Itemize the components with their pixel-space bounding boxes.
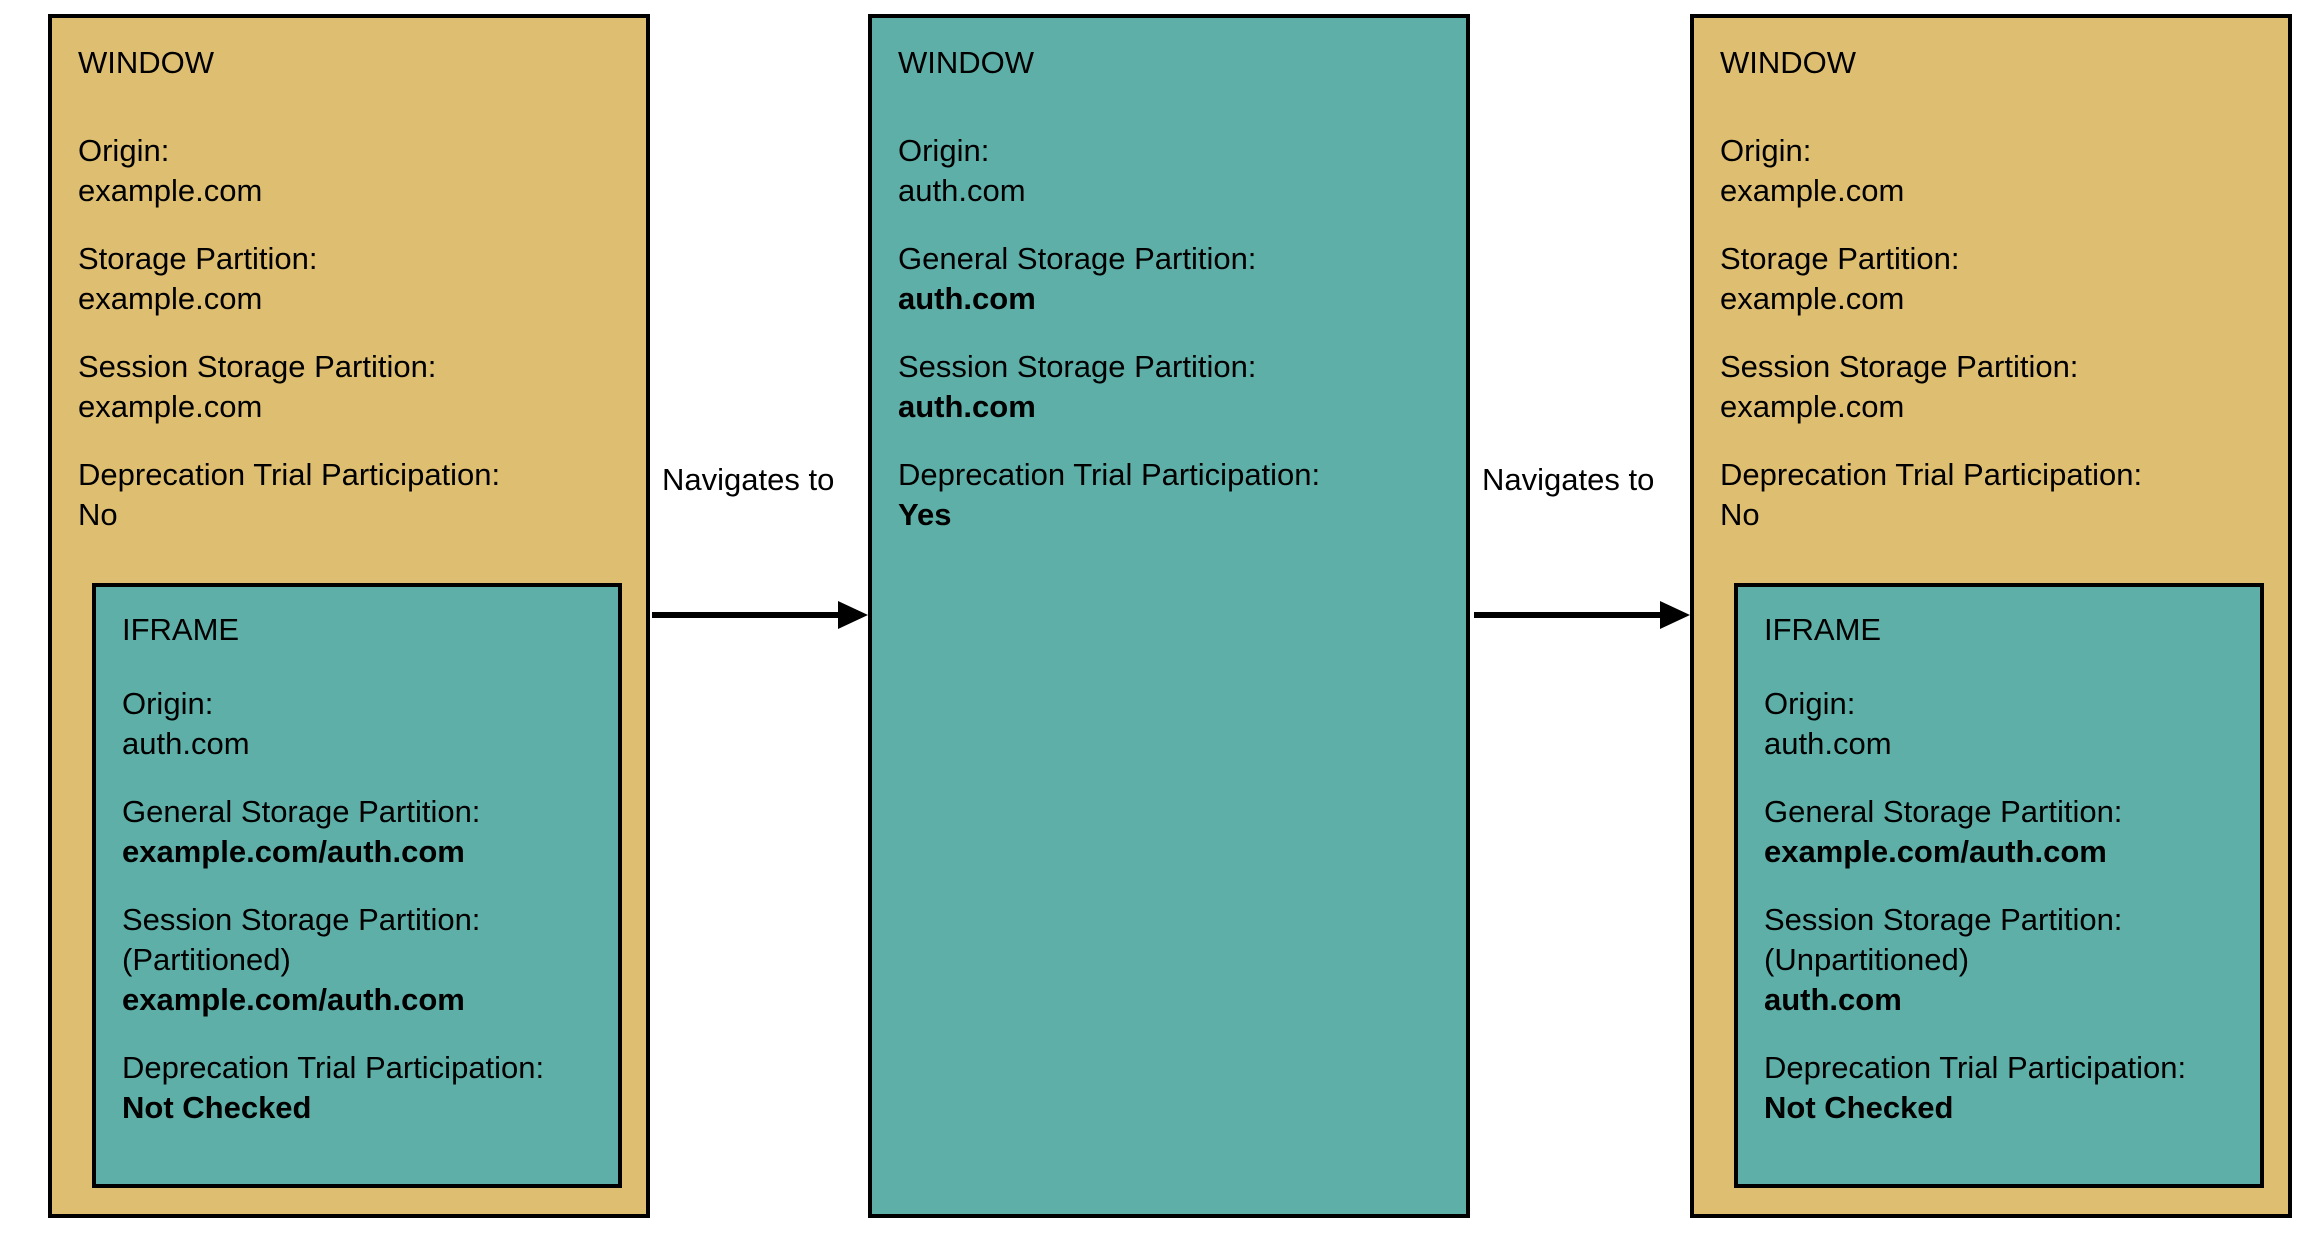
field-value: example.com — [1720, 389, 1905, 424]
window-fields-3: Origin: example.com Storage Partition: e… — [1720, 131, 2280, 535]
window-panel-3: WINDOW Origin: example.com Storage Parti… — [1690, 14, 2292, 1218]
field-general-storage-partition: General Storage Partition: auth.com — [898, 239, 1458, 319]
field-deprecation-trial-participation: Deprecation Trial Participation: No — [1720, 455, 2280, 535]
field-label: Session Storage Partition: — [122, 902, 481, 937]
iframe-panel-1: IFRAME Origin: auth.com General Storage … — [92, 583, 622, 1188]
window-fields-2: Origin: auth.com General Storage Partiti… — [898, 131, 1458, 535]
field-general-storage-partition: General Storage Partition: example.com/a… — [122, 792, 622, 872]
arrow-1 — [652, 601, 868, 629]
field-value: auth.com — [898, 389, 1036, 424]
field-label: Session Storage Partition: — [1764, 902, 2123, 937]
field-origin: Origin: auth.com — [898, 131, 1458, 211]
field-label: General Storage Partition: — [898, 241, 1257, 276]
iframe-title-3: IFRAME — [1764, 612, 1882, 647]
field-storage-partition: Storage Partition: example.com — [1720, 239, 2280, 319]
field-label: Session Storage Partition: — [1720, 349, 2079, 384]
field-label: Deprecation Trial Participation: — [1764, 1050, 2187, 1085]
window-panel-1: WINDOW Origin: example.com Storage Parti… — [48, 14, 650, 1218]
field-value: auth.com — [1764, 726, 1892, 761]
field-session-storage-partition: Session Storage Partition: example.com — [78, 347, 638, 427]
field-label: General Storage Partition: — [1764, 794, 2123, 829]
iframe-fields-1: Origin: auth.com General Storage Partiti… — [122, 684, 622, 1128]
window-panel-2: WINDOW Origin: auth.com General Storage … — [868, 14, 1470, 1218]
field-value: auth.com — [898, 173, 1026, 208]
field-deprecation-trial-participation: Deprecation Trial Participation: Yes — [898, 455, 1458, 535]
field-label: Session Storage Partition: — [898, 349, 1257, 384]
arrow-shaft — [1474, 612, 1664, 618]
window-fields-1: Origin: example.com Storage Partition: e… — [78, 131, 638, 535]
field-label: General Storage Partition: — [122, 794, 481, 829]
window-title-3: WINDOW — [1720, 45, 1857, 80]
field-label: Deprecation Trial Participation: — [898, 457, 1321, 492]
field-session-storage-partition: Session Storage Partition: auth.com — [898, 347, 1458, 427]
field-deprecation-trial-participation: Deprecation Trial Participation: Not Che… — [1764, 1048, 2264, 1128]
field-value: Not Checked — [1764, 1090, 1954, 1125]
field-session-storage-partition: Session Storage Partition: (Partitioned)… — [122, 900, 622, 1020]
field-value: auth.com — [1764, 982, 1902, 1017]
iframe-fields-3: Origin: auth.com General Storage Partiti… — [1764, 684, 2264, 1128]
field-general-storage-partition: General Storage Partition: example.com/a… — [1764, 792, 2264, 872]
field-label: Origin: — [1764, 686, 1856, 721]
window-title-1: WINDOW — [78, 45, 215, 80]
field-label: Origin: — [78, 133, 170, 168]
arrow-shaft — [652, 612, 842, 618]
field-label: Deprecation Trial Participation: — [1720, 457, 2143, 492]
field-value: Yes — [898, 497, 952, 532]
field-value: No — [1720, 497, 1760, 532]
field-session-storage-partition: Session Storage Partition: (Unpartitione… — [1764, 900, 2264, 1020]
field-value: auth.com — [898, 281, 1036, 316]
field-label: Origin: — [1720, 133, 1812, 168]
field-value: example.com/auth.com — [1764, 834, 2107, 869]
iframe-panel-3: IFRAME Origin: auth.com General Storage … — [1734, 583, 2264, 1188]
field-value: example.com — [1720, 281, 1905, 316]
field-label: Deprecation Trial Participation: — [78, 457, 501, 492]
field-origin: Origin: example.com — [78, 131, 638, 211]
field-origin: Origin: example.com — [1720, 131, 2280, 211]
field-value: example.com — [78, 281, 263, 316]
field-label: Session Storage Partition: — [78, 349, 437, 384]
field-label: Origin: — [898, 133, 990, 168]
window-title-2: WINDOW — [898, 45, 1035, 80]
arrow-head-icon — [838, 601, 868, 629]
field-sublabel: (Unpartitioned) — [1764, 942, 1970, 977]
arrow-head-icon — [1660, 601, 1690, 629]
field-label: Storage Partition: — [78, 241, 318, 276]
field-value: Not Checked — [122, 1090, 312, 1125]
arrow-label-2: Navigates to — [1482, 462, 1655, 497]
arrow-label-1: Navigates to — [662, 462, 835, 497]
field-value: No — [78, 497, 118, 532]
field-sublabel: (Partitioned) — [122, 942, 291, 977]
field-value: example.com — [78, 173, 263, 208]
field-value: example.com/auth.com — [122, 982, 465, 1017]
field-origin: Origin: auth.com — [1764, 684, 2264, 764]
field-deprecation-trial-participation: Deprecation Trial Participation: No — [78, 455, 638, 535]
field-value: auth.com — [122, 726, 250, 761]
field-session-storage-partition: Session Storage Partition: example.com — [1720, 347, 2280, 427]
field-label: Origin: — [122, 686, 214, 721]
field-label: Deprecation Trial Participation: — [122, 1050, 545, 1085]
arrow-2 — [1474, 601, 1690, 629]
field-value: example.com — [78, 389, 263, 424]
field-deprecation-trial-participation: Deprecation Trial Participation: Not Che… — [122, 1048, 622, 1128]
field-label: Storage Partition: — [1720, 241, 1960, 276]
field-storage-partition: Storage Partition: example.com — [78, 239, 638, 319]
field-value: example.com/auth.com — [122, 834, 465, 869]
field-value: example.com — [1720, 173, 1905, 208]
iframe-title-1: IFRAME — [122, 612, 240, 647]
field-origin: Origin: auth.com — [122, 684, 622, 764]
